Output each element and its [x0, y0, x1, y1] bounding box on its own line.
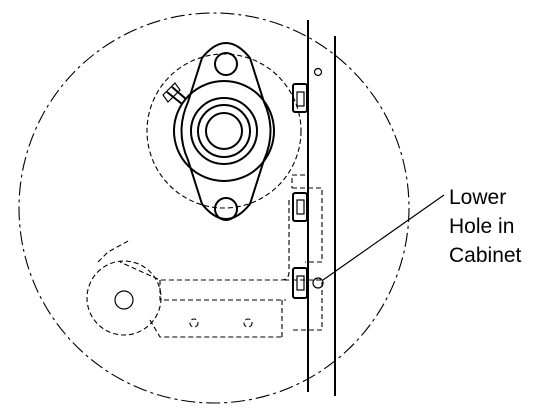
hidden-arm — [86, 260, 253, 336]
callout-line-1: Lower — [449, 186, 506, 209]
small-hole — [313, 67, 323, 77]
lower-hole-in-cabinet — [312, 277, 324, 289]
arm-hole-right — [243, 318, 253, 328]
upper-bolt-hole — [214, 52, 238, 76]
shaft-hidden-circle — [146, 53, 302, 209]
grease-fitting — [162, 82, 187, 105]
bearing-housing — [173, 80, 275, 182]
pivot-hole — [114, 290, 134, 310]
callout-line-2: Hole in — [449, 215, 514, 238]
hidden-bracket — [97, 174, 323, 338]
callout-label: Lower Hole in Cabinet — [449, 186, 522, 267]
callout-leader-line — [322, 194, 445, 281]
lower-bolt-hole — [214, 197, 238, 221]
detail-view-circle — [18, 12, 410, 404]
callout-line-3: Cabinet — [449, 244, 522, 267]
arm-hole-left — [189, 318, 199, 328]
flange-bearing — [162, 42, 275, 221]
mounting-blocks — [292, 83, 308, 299]
